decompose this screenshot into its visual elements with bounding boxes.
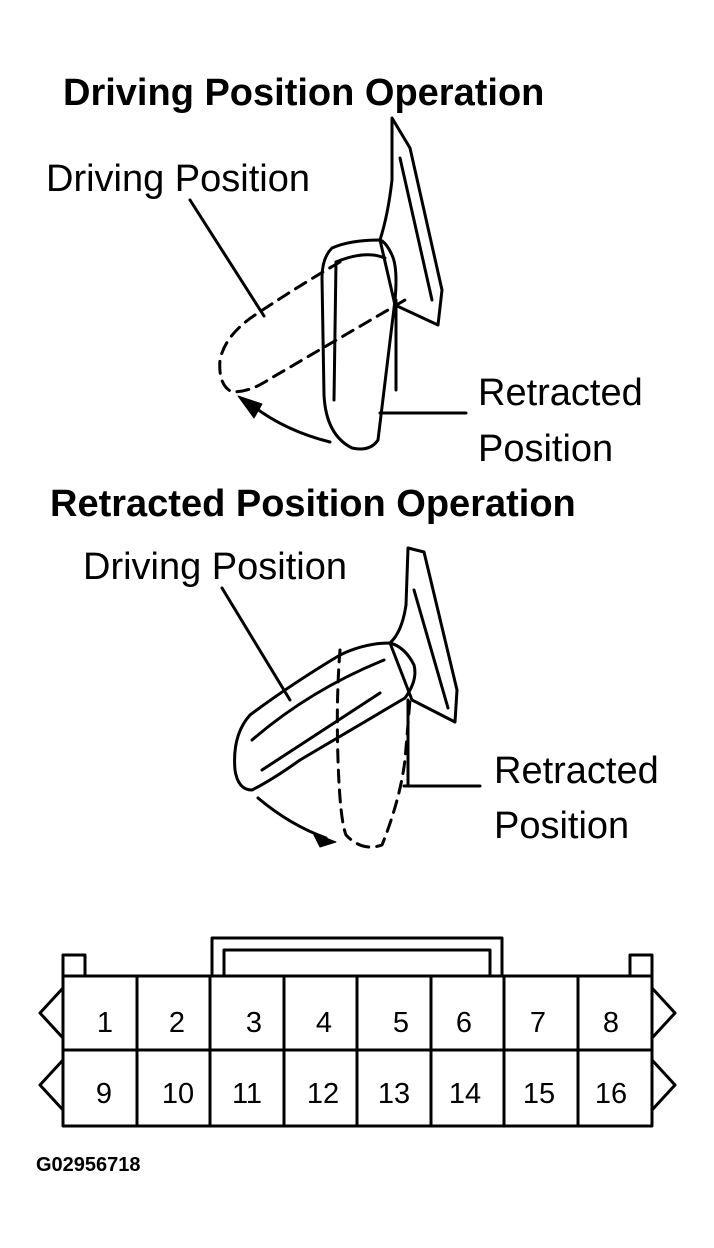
top-retracted-label-line2: Position	[478, 428, 614, 470]
bottom-diagram-title: Retracted Position Operation	[50, 483, 576, 525]
figure-code: G02956718	[36, 1154, 141, 1176]
bottom-mirror-housing-retracted-dashed	[335, 648, 412, 849]
connector-right-post	[628, 953, 654, 978]
bottom-mirror-glass	[388, 546, 459, 724]
connector-pin-5: 5	[392, 1007, 410, 1039]
connector-pin-16: 16	[594, 1078, 628, 1110]
top-driving-position-label: Driving Position	[46, 158, 310, 200]
connector-pin-10: 10	[161, 1078, 195, 1110]
connector-lock-tab	[210, 936, 504, 978]
top-driving-leader-line	[188, 198, 266, 318]
bottom-driving-leader-line	[220, 586, 292, 702]
connector-pin-15: 15	[522, 1078, 556, 1110]
top-rotation-arrowhead	[237, 395, 263, 419]
bottom-rotation-arrow	[256, 796, 328, 840]
connector-left-post	[61, 953, 87, 978]
top-rotation-arrow	[246, 400, 332, 444]
connector-pin-8: 8	[602, 1007, 620, 1039]
connector-pin-12: 12	[306, 1078, 340, 1110]
connector-pin-9: 9	[95, 1078, 113, 1110]
top-mirror-housing-retracted	[320, 238, 398, 451]
top-retracted-label-line1: Retracted	[478, 372, 643, 414]
bottom-mirror-housing-driving	[233, 641, 417, 792]
top-diagram-title: Driving Position Operation	[63, 72, 545, 114]
connector-outline	[61, 974, 654, 1128]
connector-pin-6: 6	[455, 1007, 473, 1039]
connector-left-latch	[38, 986, 65, 1112]
top-mirror-glass	[378, 116, 444, 327]
connector-pin-14: 14	[448, 1078, 482, 1110]
bottom-driving-position-label: Driving Position	[83, 546, 347, 588]
connector-pin-7: 7	[529, 1007, 547, 1039]
bottom-retracted-label-line2: Position	[494, 805, 630, 847]
bottom-retracted-label-line1: Retracted	[494, 750, 659, 792]
connector-right-latch	[650, 986, 677, 1112]
connector-pin-11: 11	[231, 1078, 263, 1110]
connector-pin-13: 13	[377, 1078, 411, 1110]
top-mirror-housing-driving-dashed	[218, 260, 407, 394]
bottom-rotation-arrowhead	[312, 832, 337, 848]
connector-pin-2: 2	[168, 1007, 186, 1039]
connector-pin-3: 3	[245, 1007, 263, 1039]
connector-pin-1: 1	[96, 1007, 114, 1039]
connector-pin-4: 4	[315, 1007, 333, 1039]
